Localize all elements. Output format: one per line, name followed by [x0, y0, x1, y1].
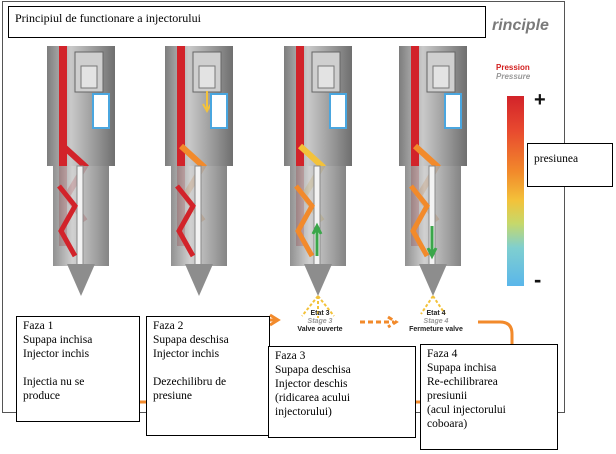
injector-phase-3 — [284, 46, 352, 318]
stage-4-label: Etat 4 Stage 4 Fermeture valve — [409, 310, 463, 333]
injector-phase-2 — [165, 46, 233, 296]
phase-2-line: presiune — [153, 390, 192, 402]
phase-3-line: injectorului) — [275, 406, 332, 418]
phase-1-line: Injectia nu se — [23, 376, 85, 388]
phase-2-line: Supapa deschisa — [153, 334, 229, 346]
phase-2-line: Dezechilibru de — [153, 376, 227, 388]
phase-1-line: produce — [23, 390, 61, 402]
phase-1-title: Faza 1 — [23, 320, 54, 332]
principle-heading: rinciple — [492, 17, 549, 34]
phase-3-title: Faza 3 — [275, 350, 306, 362]
phase-2-title: Faza 2 — [153, 320, 184, 332]
phase-2-line — [153, 361, 263, 375]
pressure-note-box[interactable]: presiunea — [527, 143, 613, 187]
arrow-3-4 — [360, 315, 399, 329]
pressure-gradient-bar — [507, 96, 524, 286]
pressure-legend-title: Pression Pressure — [496, 63, 531, 81]
arrow-return — [478, 320, 514, 346]
phase-3-line: Injector deschis — [275, 378, 348, 390]
phase-2-line: Injector inchis — [153, 348, 220, 360]
phase-3-box[interactable]: Faza 3 Supapa deschisa Injector deschis … — [268, 346, 416, 438]
phase-4-line: Re-echilibrarea — [427, 376, 498, 388]
injector-phase-1 — [47, 46, 115, 296]
phase-4-line: presiunii — [427, 390, 468, 402]
injector-phase-4 — [399, 46, 467, 315]
phase-1-line — [23, 361, 133, 375]
page-title-box[interactable]: Principiul de functionare a injectorului — [8, 6, 486, 38]
phase-3-line: Supapa deschisa — [275, 364, 351, 376]
phase-4-title: Faza 4 — [427, 348, 458, 360]
plus-sign: + — [534, 89, 546, 111]
minus-sign: - — [534, 267, 542, 292]
phase-4-line: (acul injectorului — [427, 404, 506, 416]
phase-2-box[interactable]: Faza 2 Supapa deschisa Injector inchis D… — [146, 316, 270, 436]
phase-4-line: coboara) — [427, 418, 468, 430]
phase-1-box[interactable]: Faza 1 Supapa inchisa Injector inchis In… — [16, 316, 140, 422]
phase-4-box[interactable]: Faza 4 Supapa inchisa Re-echilibrarea pr… — [420, 344, 558, 450]
phase-1-line: Supapa inchisa — [23, 334, 93, 346]
phase-4-line: Supapa inchisa — [427, 362, 497, 374]
pressure-note: presiunea — [534, 153, 579, 165]
page-title: Principiul de functionare a injectorului — [15, 11, 201, 25]
stage-3-label: Etat 3 Stage 3 Valve ouverte — [297, 310, 343, 333]
phase-3-line: (ridicarea acului — [275, 392, 351, 404]
phase-1-line: Injector inchis — [23, 348, 90, 360]
